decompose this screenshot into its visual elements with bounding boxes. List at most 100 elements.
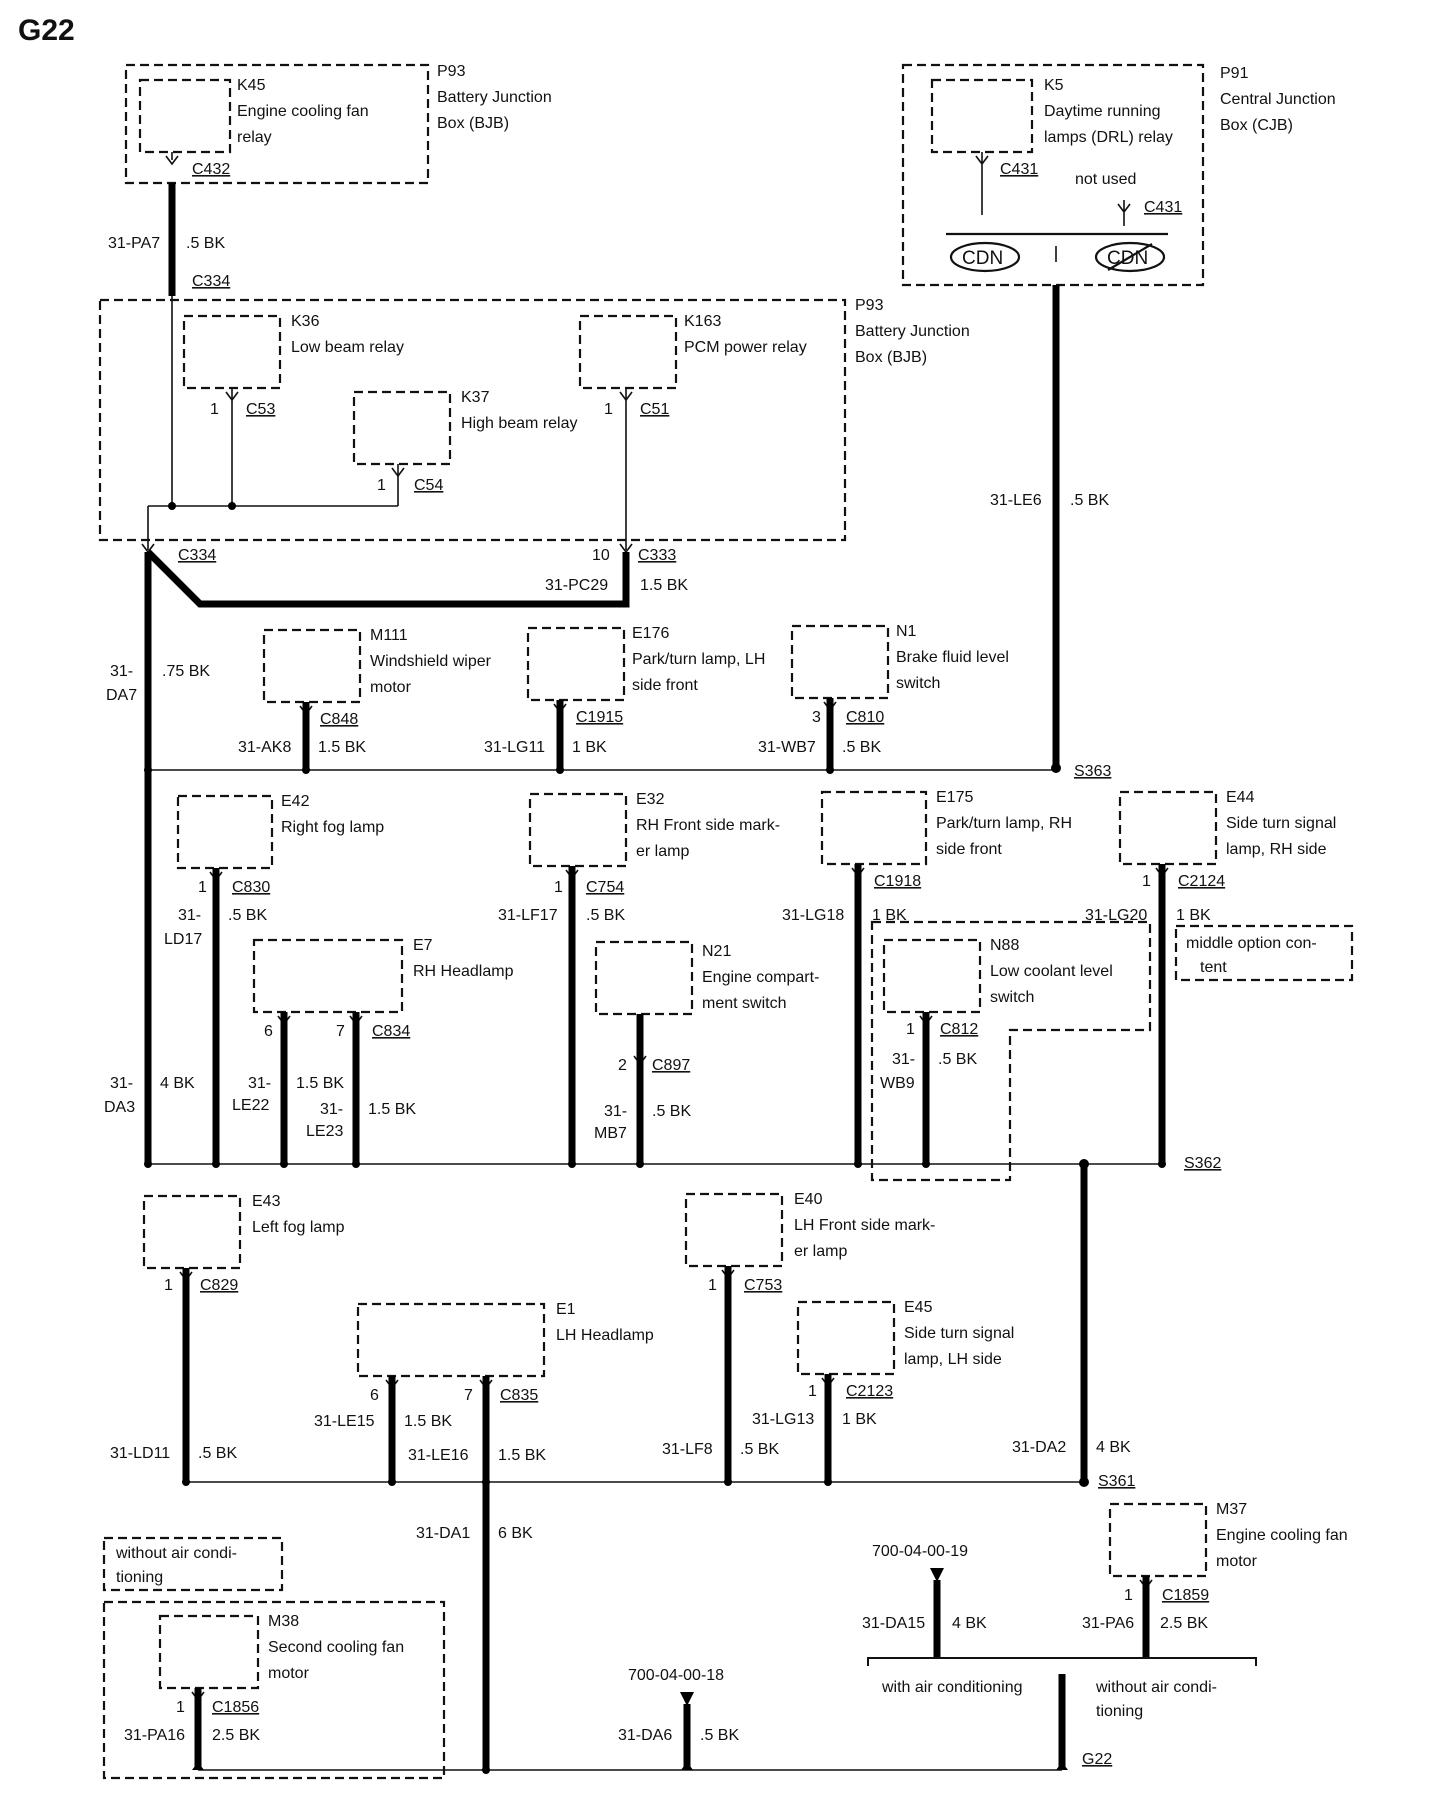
k36-desc-line1: Low beam relay	[291, 339, 404, 356]
e44-desc-line2: lamp, RH side	[1226, 841, 1327, 858]
wire-le16-gauge: 1.5 BK	[498, 1447, 546, 1464]
e45-box	[796, 1300, 896, 1376]
e32-id: E32	[636, 791, 665, 808]
k45-desc-line1: Engine cooling fan	[237, 103, 369, 120]
k5-id: K5	[1044, 77, 1064, 94]
e176-desc-line1: Park/turn lamp, LH	[632, 651, 765, 668]
e43-box	[142, 1194, 242, 1270]
m111-desc-line2: motor	[370, 679, 412, 696]
e1-id: E1	[556, 1301, 576, 1318]
e44-box	[1118, 790, 1218, 866]
c810-label: C810	[846, 709, 884, 726]
wire-lg20-circuit: 31-LG20	[1085, 907, 1147, 924]
ground-terminal-icon	[681, 1762, 693, 1770]
wire-ld11-circuit: 31-LD11	[110, 1445, 170, 1462]
wire-pa6-gauge: 2.5 BK	[1160, 1615, 1208, 1632]
n21-id: N21	[702, 943, 731, 960]
p93-mid-id: P93	[855, 297, 884, 314]
p93-mid-desc-line1: Battery Junction	[855, 323, 970, 340]
s362-node	[854, 1160, 862, 1168]
k163-relay-box	[578, 314, 678, 390]
wire-da3-circuit-l1: 31-	[110, 1075, 133, 1092]
wire-pa16-circuit: 31-PA16	[124, 1727, 185, 1744]
wire-le23-circuit-l1: 31-	[320, 1101, 343, 1118]
e42-id: E42	[281, 793, 310, 810]
m111-desc-line1: Windshield wiper	[370, 653, 492, 670]
e45-desc-line2: lamp, LH side	[904, 1351, 1002, 1368]
k5-relay-box	[930, 78, 1034, 154]
wire-pc29-circuit: 31-PC29	[545, 577, 608, 594]
middle-option-box	[1174, 924, 1354, 982]
e7-box	[252, 938, 404, 1014]
c1915-label: C1915	[576, 709, 623, 726]
n88-box	[882, 938, 982, 1014]
c1856-pin: 1	[176, 1699, 185, 1716]
ground-node	[482, 1766, 490, 1774]
k45-relay-box	[138, 78, 232, 154]
wire-da3-circuit-l2: DA3	[104, 1099, 135, 1116]
s362-node	[568, 1160, 576, 1168]
c51-pin: 1	[604, 401, 613, 418]
cdn-right-crossout	[1107, 243, 1153, 271]
e45-id: E45	[904, 1299, 933, 1316]
m38-option-box	[102, 1600, 446, 1780]
c2124-label: C2124	[1178, 873, 1225, 890]
c1918-label: C1918	[874, 873, 921, 890]
wire-le6-gauge: .5 BK	[1070, 492, 1109, 509]
wire-le15-circuit: 31-LE15	[314, 1413, 375, 1430]
n21-box	[594, 940, 694, 1016]
s362-node	[212, 1160, 220, 1168]
wire-le22-circuit-l1: 31-	[248, 1075, 271, 1092]
c835-7-pin: 7	[464, 1387, 473, 1404]
c2123-pin: 1	[808, 1383, 817, 1400]
c53-terminal	[225, 391, 239, 402]
c431-a-terminal	[975, 152, 989, 215]
not-used-note: not used	[1075, 171, 1136, 188]
wire-le22-circuit-l2: LE22	[232, 1097, 269, 1114]
wire-wb9-gauge: .5 BK	[938, 1051, 977, 1068]
s363-node	[826, 766, 834, 774]
e43-desc-line1: Left fog lamp	[252, 1219, 345, 1236]
s363-node	[302, 766, 310, 774]
e1-desc-line1: LH Headlamp	[556, 1327, 654, 1344]
without-ac-top-line1: without air condi-	[115, 1545, 237, 1562]
m38-box	[158, 1614, 260, 1690]
p93-mid-desc-line2: Box (BJB)	[855, 349, 927, 366]
e1-box	[356, 1302, 546, 1378]
c834-7-pin: 7	[336, 1023, 345, 1040]
wire-lf17-circuit: 31-LF17	[498, 907, 558, 924]
s363-node	[144, 766, 152, 774]
ref-18-arrow-icon	[680, 1692, 694, 1706]
wire-lg18-circuit: 31-LG18	[782, 907, 844, 924]
s361-splice-dot	[1079, 1477, 1089, 1487]
e175-id: E175	[936, 789, 973, 806]
k163-id: K163	[684, 313, 721, 330]
k37-desc-line1: High beam relay	[461, 415, 578, 432]
k45-id: K45	[237, 77, 266, 94]
p91-box	[901, 63, 1205, 287]
k36-relay-box	[182, 314, 282, 390]
c835-6-pin: 6	[370, 1387, 379, 1404]
c51-label: C51	[640, 401, 669, 418]
c754-pin: 1	[554, 879, 563, 896]
wire-da6-gauge: .5 BK	[700, 1727, 739, 1744]
k5-desc-line1: Daytime running	[1044, 103, 1161, 120]
m38-desc-line2: motor	[268, 1665, 310, 1682]
e43-id: E43	[252, 1193, 281, 1210]
wire-pa7-gauge: .5 BK	[186, 235, 225, 252]
c431-b-terminal	[1117, 200, 1131, 226]
s361-node	[724, 1478, 732, 1486]
c897-label: C897	[652, 1057, 690, 1074]
wire-ld17-circuit-l2: LD17	[164, 931, 202, 948]
wire-le16-circuit: 31-LE16	[408, 1447, 469, 1464]
c431-a-label: C431	[1000, 161, 1038, 178]
e7-id: E7	[413, 937, 433, 954]
s362-node	[636, 1160, 644, 1168]
wire-ak8-gauge: 1.5 BK	[318, 739, 366, 756]
wire-mb7-gauge: .5 BK	[652, 1103, 691, 1120]
wire-ld17-gauge: .5 BK	[228, 907, 267, 924]
wire-da1-gauge: 6 BK	[498, 1525, 533, 1542]
ground-terminal-icon	[192, 1762, 204, 1770]
wire-da15-gauge: 4 BK	[952, 1615, 987, 1632]
wire-pa16-gauge: 2.5 BK	[212, 1727, 260, 1744]
